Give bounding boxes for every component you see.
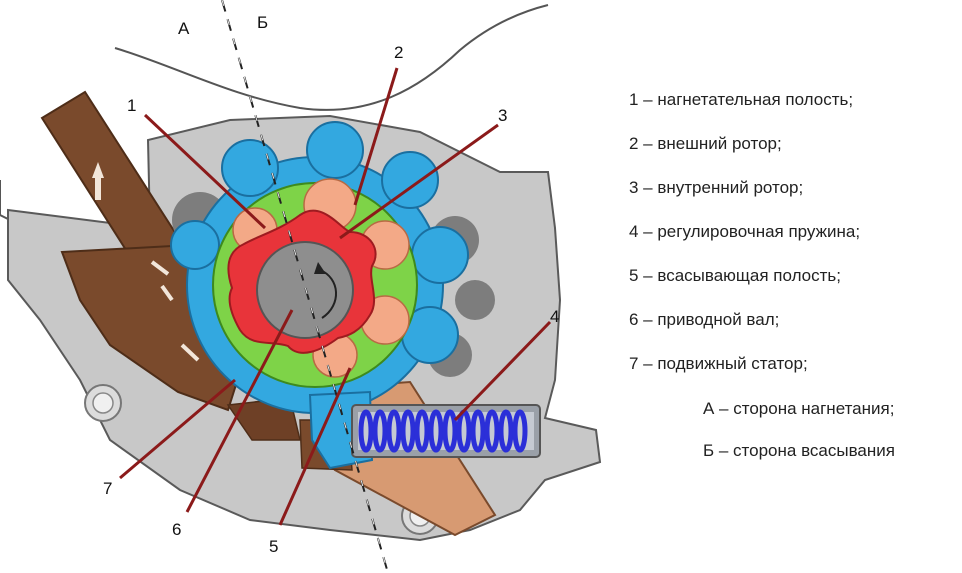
legend-item-b: Б – сторона всасывания — [703, 441, 895, 460]
spring-coil — [414, 409, 430, 453]
legend-item-6: 6 – приводной вал; — [629, 310, 780, 329]
spring-coil — [386, 409, 402, 453]
legend-item-7: 7 – подвижный статор; — [629, 354, 808, 373]
legend-item-a: А – сторона нагнетания; — [703, 399, 895, 418]
spring-coil — [442, 409, 458, 453]
spring-coil — [484, 409, 500, 453]
spring-coil — [400, 409, 416, 453]
spring-coil — [470, 409, 486, 453]
spring-coil — [498, 409, 514, 453]
spring-coil — [372, 409, 388, 453]
regulating-spring — [351, 404, 541, 458]
callout-2: 2 — [394, 43, 403, 62]
spring-coil — [358, 409, 374, 453]
flow-arrow-outlet — [92, 162, 104, 200]
leader-line-6 — [185, 309, 294, 513]
legend-item-4: 4 – регулировочная пружина; — [629, 222, 861, 241]
leader-line-3 — [339, 123, 499, 240]
engine-block-outline — [114, 4, 549, 111]
leader-line-1 — [143, 113, 267, 230]
side-label-b: Б — [257, 13, 268, 32]
side-label-a: А — [178, 19, 190, 38]
spring-coil — [512, 409, 528, 453]
leader-line-5 — [278, 367, 352, 526]
callout-7: 7 — [103, 479, 112, 498]
legend-item-5: 5 – всасывающая полость; — [629, 266, 842, 285]
callout-1: 1 — [127, 96, 136, 115]
legend-item-2: 2 – внешний ротор; — [629, 134, 782, 153]
callout-5: 5 — [269, 537, 278, 556]
callout-4: 4 — [550, 307, 559, 326]
housing-pocket-3 — [455, 280, 495, 320]
leader-line-4 — [453, 320, 552, 422]
callout-6: 6 — [172, 520, 181, 539]
leader-line-2 — [353, 67, 399, 206]
spring-coil — [428, 409, 444, 453]
bolt-hole-left — [84, 384, 122, 422]
legend-item-3: 3 – внутренний ротор; — [629, 178, 804, 197]
callout-3: 3 — [498, 106, 507, 125]
leader-line-7 — [119, 378, 236, 480]
legend-item-1: 1 – нагнетательная полость; — [629, 90, 854, 109]
